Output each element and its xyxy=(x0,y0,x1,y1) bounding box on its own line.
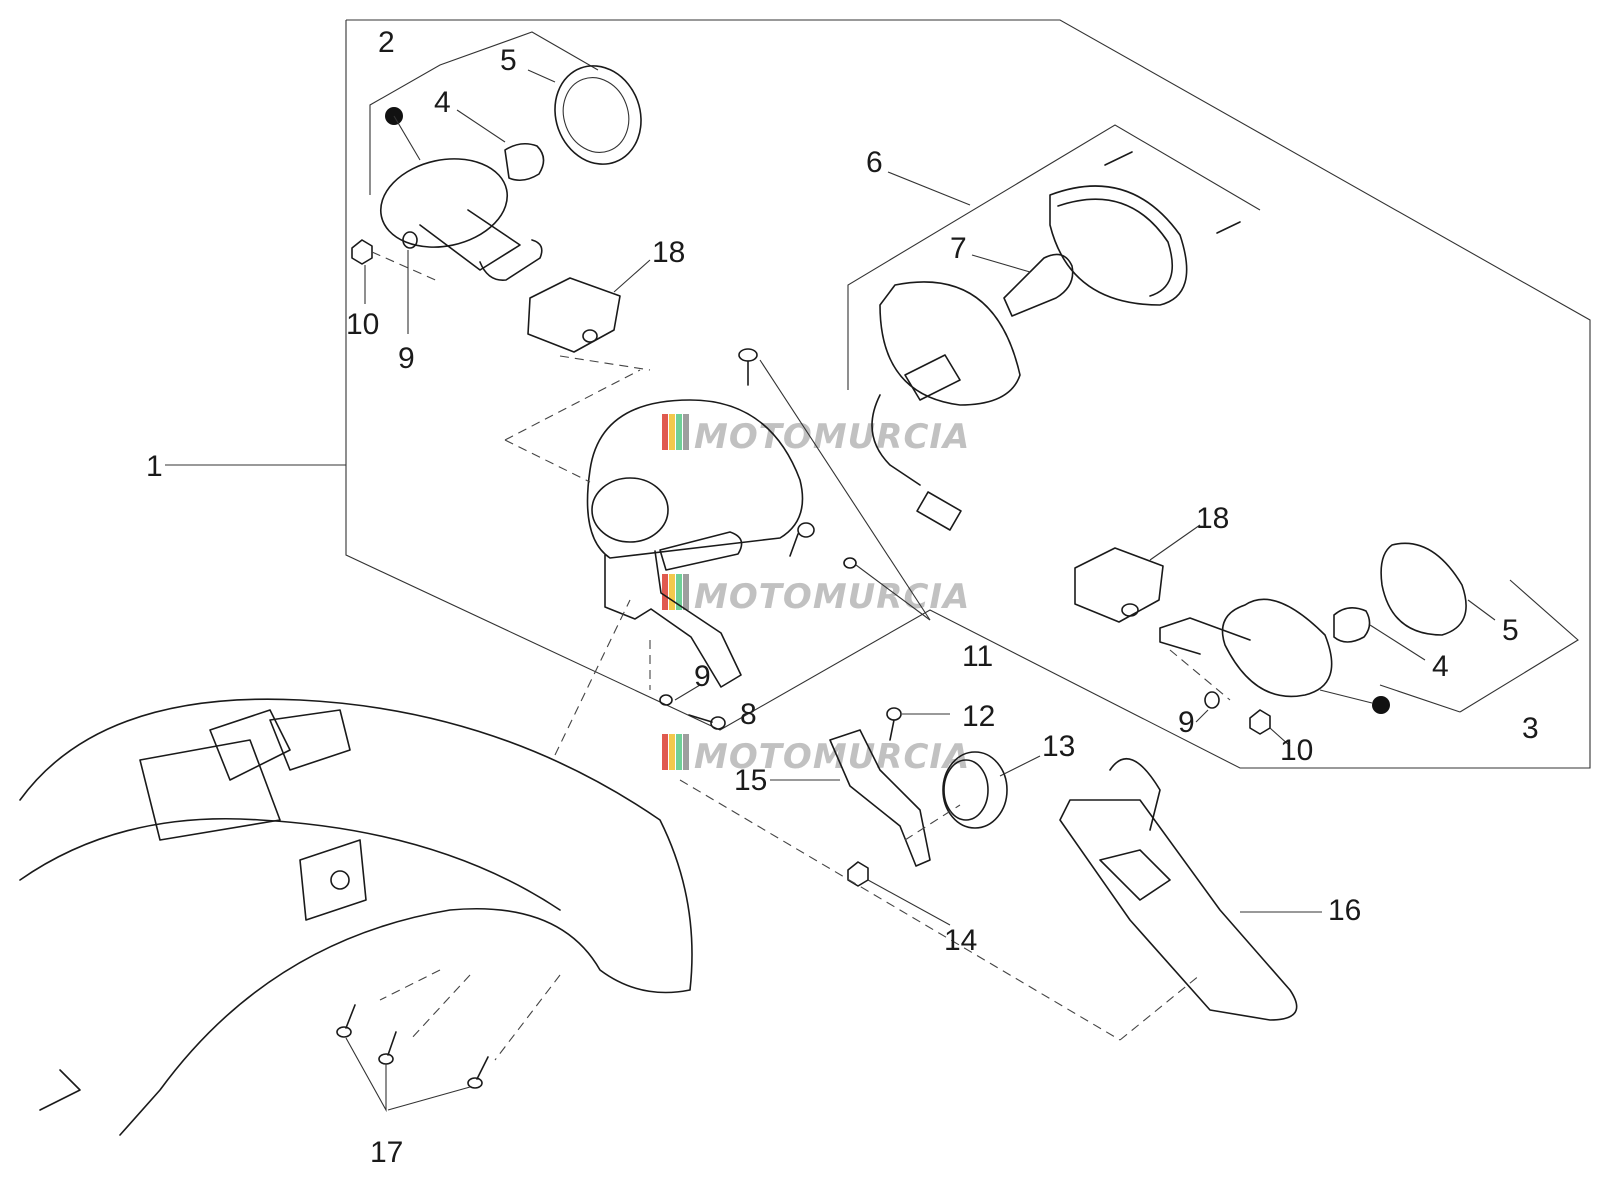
callout-4-right: 4 xyxy=(1432,650,1449,683)
plate-light-screw xyxy=(886,707,950,741)
screw-top xyxy=(738,348,931,621)
right-indicator-assembly xyxy=(1159,579,1579,714)
right-spacer xyxy=(1074,524,1201,623)
callout-9-right: 9 xyxy=(1178,706,1195,739)
left-lens xyxy=(527,65,642,165)
reference-dot-right xyxy=(1372,696,1390,714)
right-washer-nut xyxy=(1195,691,1291,747)
callout-14: 14 xyxy=(944,924,977,957)
callout-1: 1 xyxy=(146,450,163,483)
left-bulb xyxy=(456,109,545,182)
callout-7: 7 xyxy=(950,232,967,265)
callout-10-left: 10 xyxy=(346,308,379,341)
callout-16: 16 xyxy=(1328,894,1361,927)
rear-lamp-assembly xyxy=(847,124,1261,531)
plate-light-bracket xyxy=(770,729,931,867)
callout-11: 11 xyxy=(962,640,993,673)
rear-lamp-bulb xyxy=(971,253,1074,317)
callout-17: 17 xyxy=(370,1136,403,1169)
callout-3: 3 xyxy=(1522,712,1539,745)
tail-light-housing xyxy=(504,369,804,688)
left-spacer xyxy=(527,259,651,371)
left-washer xyxy=(402,231,418,334)
callout-labels: 1 2 5 4 18 10 9 6 7 18 11 9 8 5 4 3 9 10… xyxy=(146,26,1539,1169)
kit-frame xyxy=(165,19,1591,769)
callout-5-right: 5 xyxy=(1502,614,1519,647)
callout-2: 2 xyxy=(378,26,395,59)
right-lens xyxy=(1380,542,1496,636)
callout-8: 8 xyxy=(740,698,757,731)
callout-12: 12 xyxy=(962,700,995,733)
callout-15: 15 xyxy=(734,764,767,797)
callout-6: 6 xyxy=(866,146,883,179)
screw-right xyxy=(789,522,931,621)
housing-bolt xyxy=(649,640,726,730)
svg-text:MOTOMURCIA: MOTOMURCIA xyxy=(694,577,970,617)
callout-9-left: 9 xyxy=(398,342,415,375)
left-indicator-assembly xyxy=(369,31,599,281)
plate-light-lens xyxy=(904,751,1041,841)
callout-18-right: 18 xyxy=(1196,502,1229,535)
callout-5-left: 5 xyxy=(500,44,517,77)
callout-10-right: 10 xyxy=(1280,734,1313,767)
right-bulb xyxy=(1333,607,1426,661)
svg-text:MOTOMURCIA: MOTOMURCIA xyxy=(694,417,970,457)
license-plate-holder xyxy=(1059,758,1322,1021)
left-nut xyxy=(351,239,441,304)
callout-13: 13 xyxy=(1042,730,1075,763)
callout-4-left: 4 xyxy=(434,86,451,119)
callout-9-mid: 9 xyxy=(694,660,711,693)
mudguard-screws xyxy=(336,1004,489,1113)
watermark-bottom: MOTOMURCIA xyxy=(662,734,969,777)
rear-mudguard xyxy=(19,599,1201,1136)
callout-18-left: 18 xyxy=(652,236,685,269)
watermark-top: MOTOMURCIA xyxy=(662,414,970,457)
plate-light-nut xyxy=(847,861,951,926)
